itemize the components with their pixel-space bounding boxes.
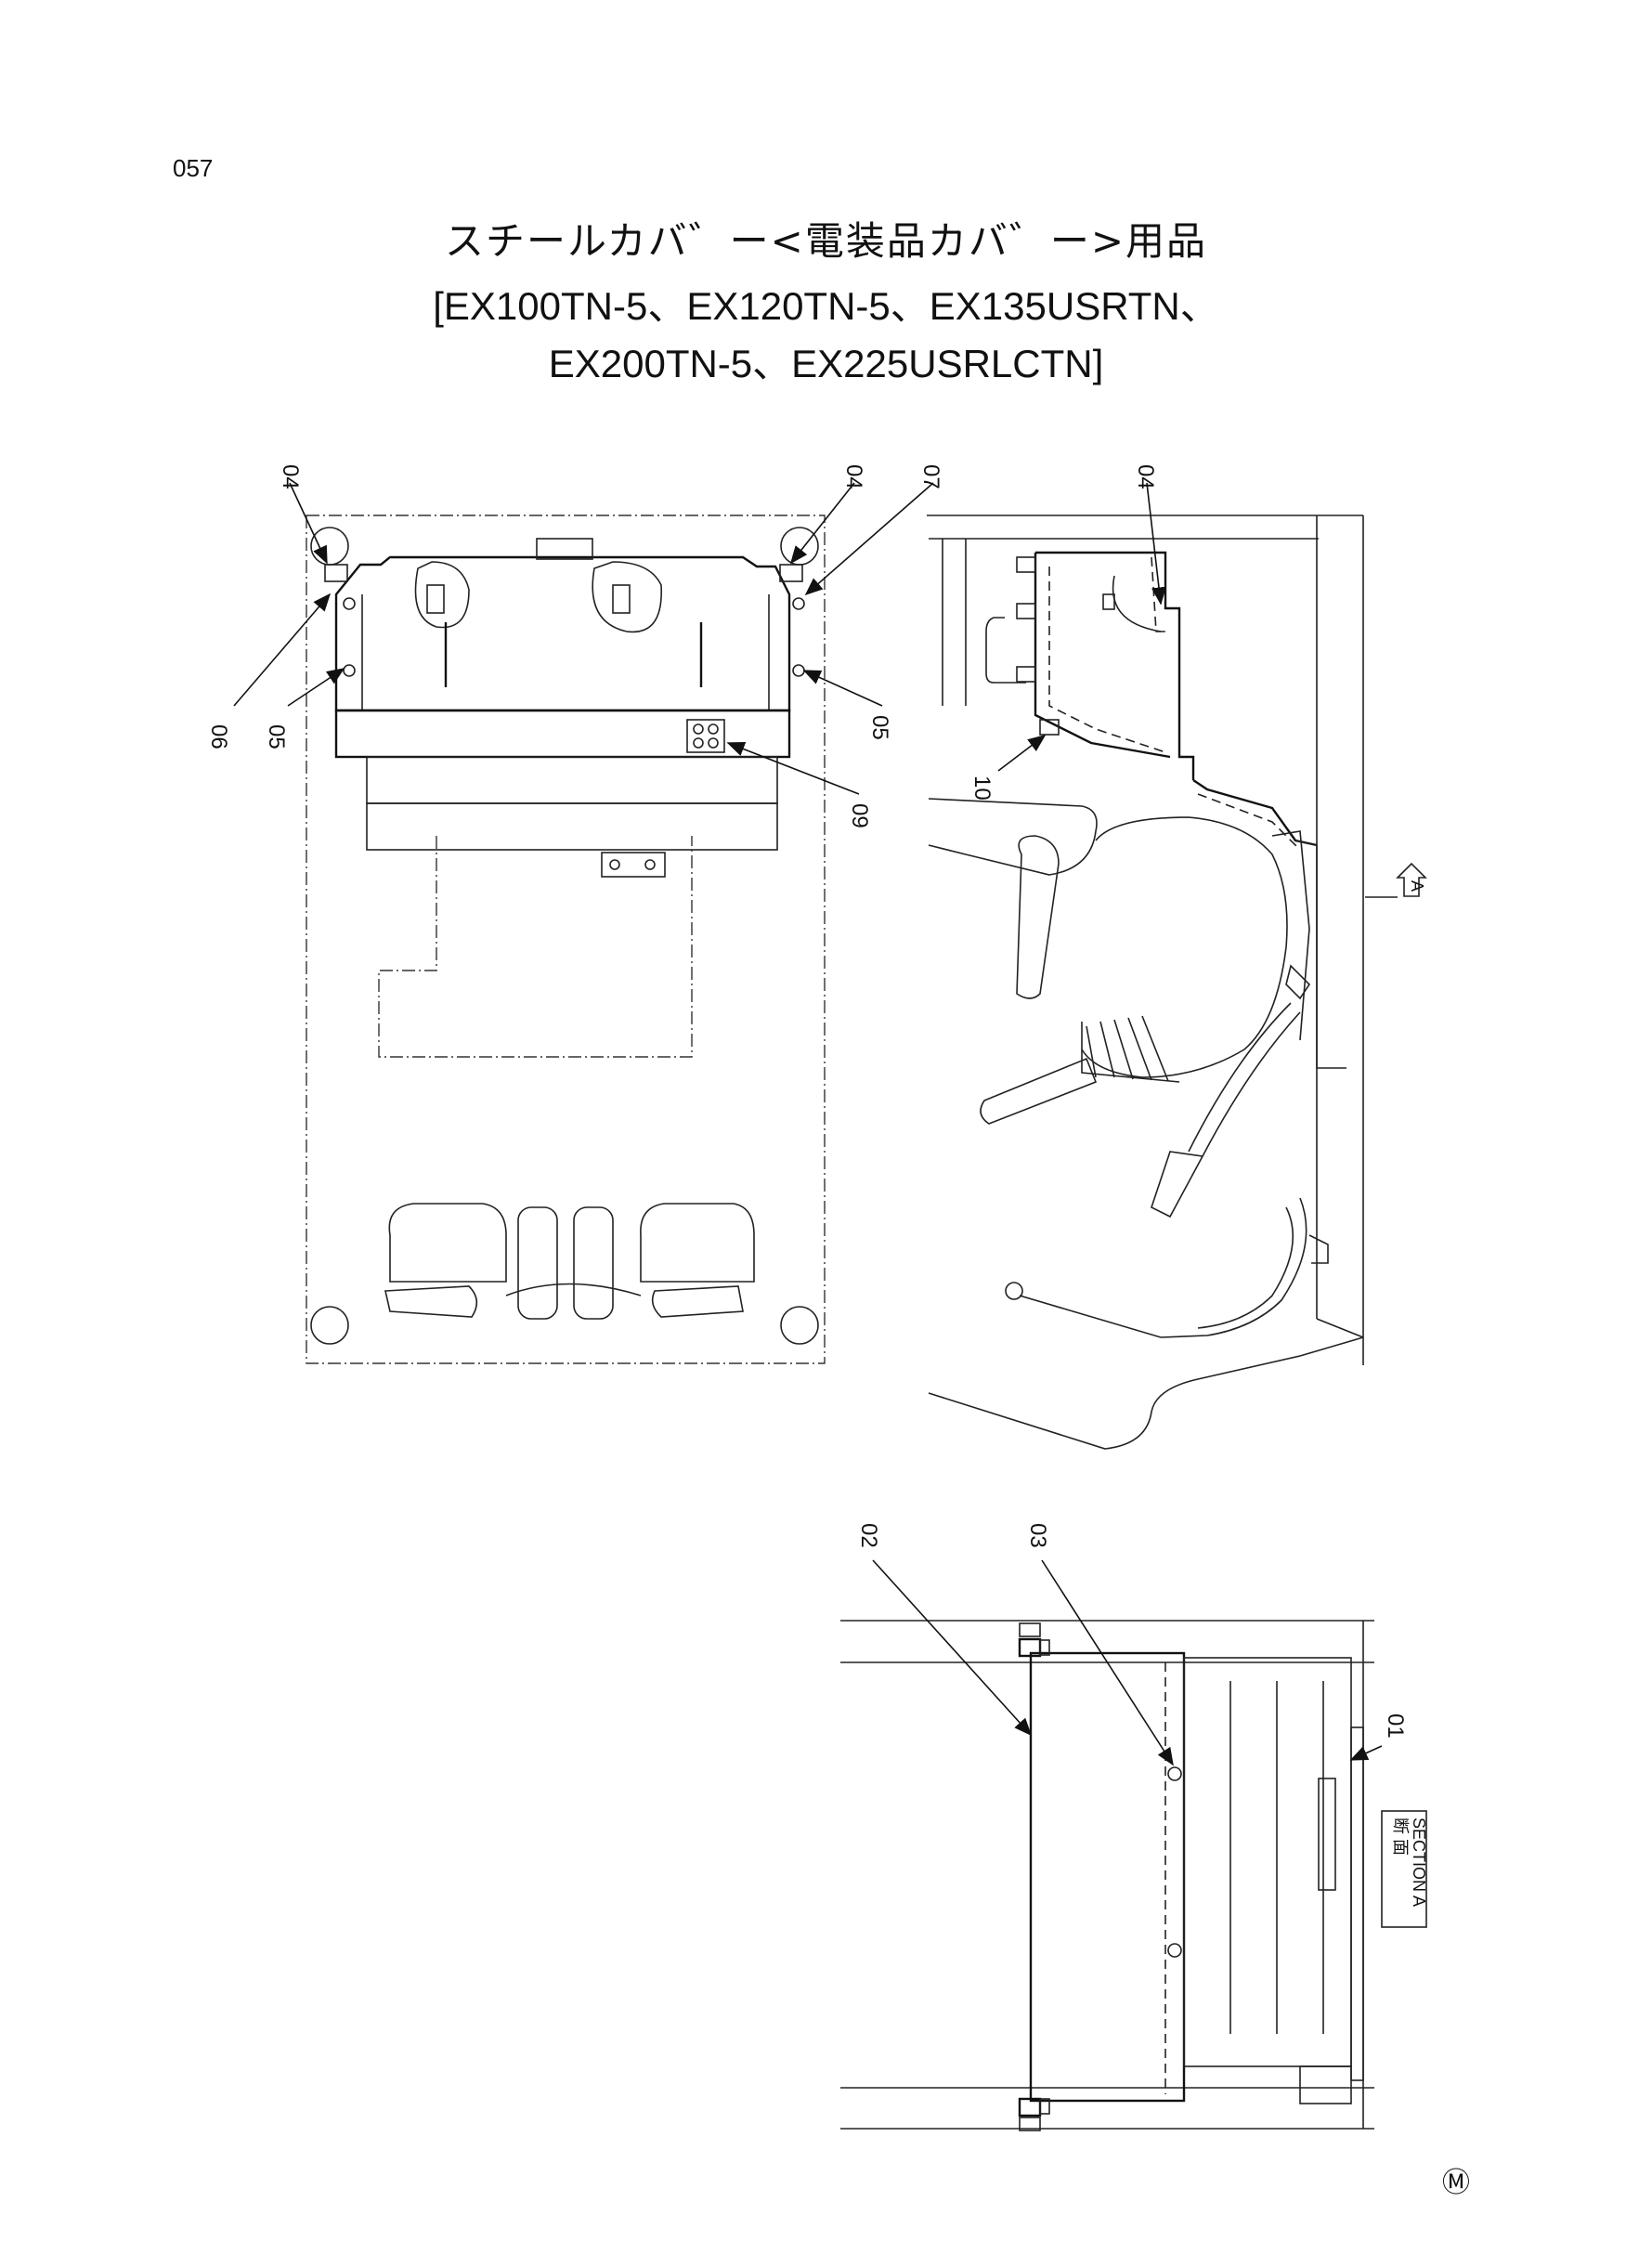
section-marker-arrow	[1396, 862, 1427, 897]
title-line-1: スチールカバ゛ー<電装品カバ゛ー>用品	[444, 218, 1208, 264]
callout-10: 10	[969, 775, 995, 801]
section-label-en: SECTION A	[1410, 1818, 1428, 1907]
corner-hole	[310, 1306, 349, 1345]
title-line-2: [EX100TN-5、EX120TN-5、EX135USRTN、	[433, 284, 1219, 328]
callout-05: 05	[867, 715, 892, 740]
callout-03: 03	[1025, 1523, 1050, 1548]
callout-04: 04	[1133, 464, 1158, 489]
corner-hole	[780, 1306, 819, 1345]
seat-armrest	[1016, 835, 1060, 999]
cover-frame	[1183, 1657, 1352, 2067]
seat	[1081, 816, 1288, 1078]
callout-02: 02	[856, 1523, 881, 1548]
pedal-left	[388, 1203, 507, 1283]
callout-07: 07	[918, 464, 943, 489]
cab-floor-outline	[306, 515, 826, 1364]
corner-hole	[310, 527, 349, 566]
control-lever	[1151, 1151, 1204, 1218]
side-view: A 04 10	[927, 464, 1427, 1450]
title-line-3: EX200TN-5、EX225USRLCTN]	[548, 342, 1104, 385]
callout-04: 04	[841, 464, 866, 489]
pedal-right	[640, 1203, 755, 1283]
connector-block	[686, 719, 725, 753]
callout-01: 01	[1383, 1713, 1408, 1739]
callout-09: 09	[847, 803, 872, 828]
section-marker-label: A	[1408, 880, 1426, 892]
callout-04: 04	[278, 464, 303, 489]
lever-right	[573, 1206, 614, 1320]
page-number: 057	[173, 154, 214, 182]
lever-left	[517, 1206, 558, 1320]
electrical-cover-top	[334, 555, 791, 712]
cover-section	[1029, 1651, 1186, 2103]
callout-06: 06	[206, 724, 231, 749]
corner-hole	[780, 527, 819, 566]
m-mark: Ⓜ	[1442, 2168, 1470, 2198]
handle	[985, 617, 1026, 684]
section-label-box	[1381, 1810, 1427, 1928]
top-view: 04 06 05 04 07 05 09	[206, 464, 943, 1364]
section-label-jp: 断 面	[1391, 1818, 1410, 1856]
callout-05: 05	[264, 724, 289, 749]
section-a-view: 02 03 01 断 面 SECTION A	[840, 1523, 1428, 2131]
